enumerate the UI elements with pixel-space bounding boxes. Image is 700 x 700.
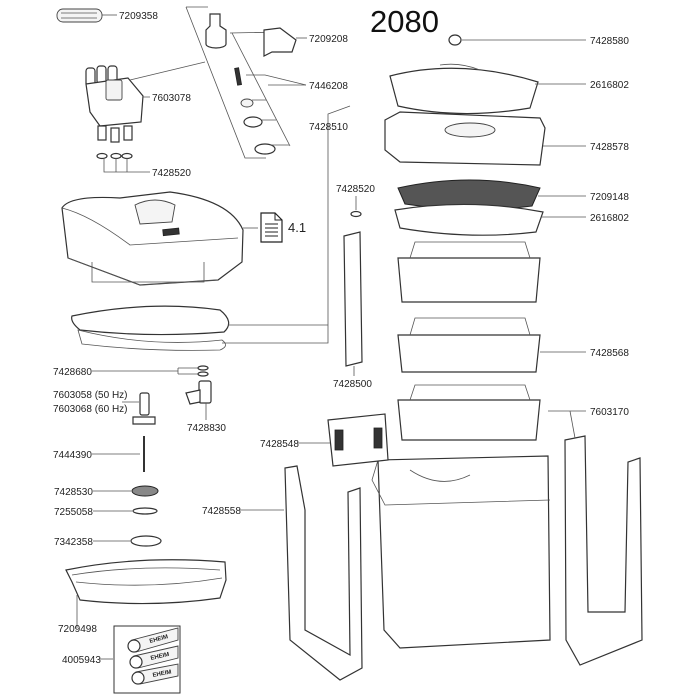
- manual-ref-number: 4.1: [288, 220, 306, 235]
- part-7209498: 7209498: [58, 559, 227, 635]
- part-7209358: 7209358: [56, 8, 158, 23]
- part-2616802-a: 2616802: [389, 63, 629, 115]
- label-7428520-b: 7428520: [336, 184, 375, 195]
- label-7603170: 7603170: [590, 407, 629, 418]
- tubing-icon: [127, 627, 179, 685]
- part-7428580: 7428580: [448, 34, 629, 47]
- label-4005943: 4005943: [62, 655, 101, 666]
- part-canister: [371, 455, 551, 649]
- label-7255058: 7255058: [54, 507, 93, 518]
- part-impeller: 7603058 (50 Hz) 7603068 (60 Hz): [53, 390, 156, 425]
- part-pump-head: [61, 191, 258, 286]
- part-7342358: 7342358: [54, 535, 162, 548]
- part-7255058: 7255058: [54, 507, 158, 518]
- label-2616802-a: 2616802: [590, 80, 629, 91]
- label-7603078: 7603078: [152, 93, 191, 104]
- part-7428520-b: 7428520: [336, 184, 375, 218]
- label-7209498: 7209498: [58, 624, 97, 635]
- part-7603170: 7603170: [548, 407, 643, 666]
- brand-mark-tube-3: EHEIM: [152, 669, 172, 679]
- label-7209148: 7209148: [590, 192, 629, 203]
- label-7446208: 7446208: [309, 81, 348, 92]
- label-7428580: 7428580: [590, 36, 629, 47]
- label-7428578: 7428578: [590, 142, 629, 153]
- label-7428680: 7428680: [53, 367, 92, 378]
- part-4005943: EHEIM EHEIM EHEIM 4005943: [62, 625, 181, 694]
- model-number: 2080: [370, 4, 439, 39]
- label-7428520-a: 7428520: [152, 168, 191, 179]
- brand-mark-tube-1: EHEIM: [149, 634, 169, 645]
- label-7444390: 7444390: [53, 450, 92, 461]
- part-7428558: 7428558: [202, 465, 363, 681]
- label-7428530: 7428530: [54, 487, 93, 498]
- label-7342358: 7342358: [54, 537, 93, 548]
- label-7428830: 7428830: [187, 423, 226, 434]
- label-7428510: 7428510: [309, 122, 348, 133]
- part-2616802-b: 2616802: [394, 203, 629, 236]
- part-7428500: 7428500: [333, 231, 372, 390]
- part-7428548: 7428548: [260, 413, 389, 467]
- label-7428558: 7428558: [202, 506, 241, 517]
- manual-reference: 4.1: [260, 212, 306, 243]
- part-group-valve: 7446208: [185, 6, 348, 159]
- label-7209208: 7209208: [309, 34, 348, 45]
- label-7428548: 7428548: [260, 439, 299, 450]
- label-7603068: 7603068 (60 Hz): [53, 404, 128, 415]
- label-7428568: 7428568: [590, 348, 629, 359]
- part-7428568: 7428568: [397, 241, 629, 441]
- part-7428578: 7428578: [384, 111, 629, 166]
- part-7428830: 7428830: [185, 380, 226, 434]
- part-7444390: 7444390: [53, 436, 145, 472]
- label-7428500: 7428500: [333, 379, 372, 390]
- part-7603078: 7603078: [85, 61, 206, 143]
- brand-mark-tube-2: EHEIM: [150, 652, 170, 662]
- label-2616802-b: 2616802: [590, 213, 629, 224]
- part-7428530: 7428530: [54, 485, 159, 498]
- label-7209358: 7209358: [119, 11, 158, 22]
- part-7428520-a: 7428520: [96, 152, 191, 179]
- part-7209208: 7209208: [263, 27, 348, 57]
- label-7603058: 7603058 (50 Hz): [53, 390, 128, 401]
- part-7428510: 7428510: [71, 105, 351, 351]
- part-7428680: 7428680: [53, 365, 209, 378]
